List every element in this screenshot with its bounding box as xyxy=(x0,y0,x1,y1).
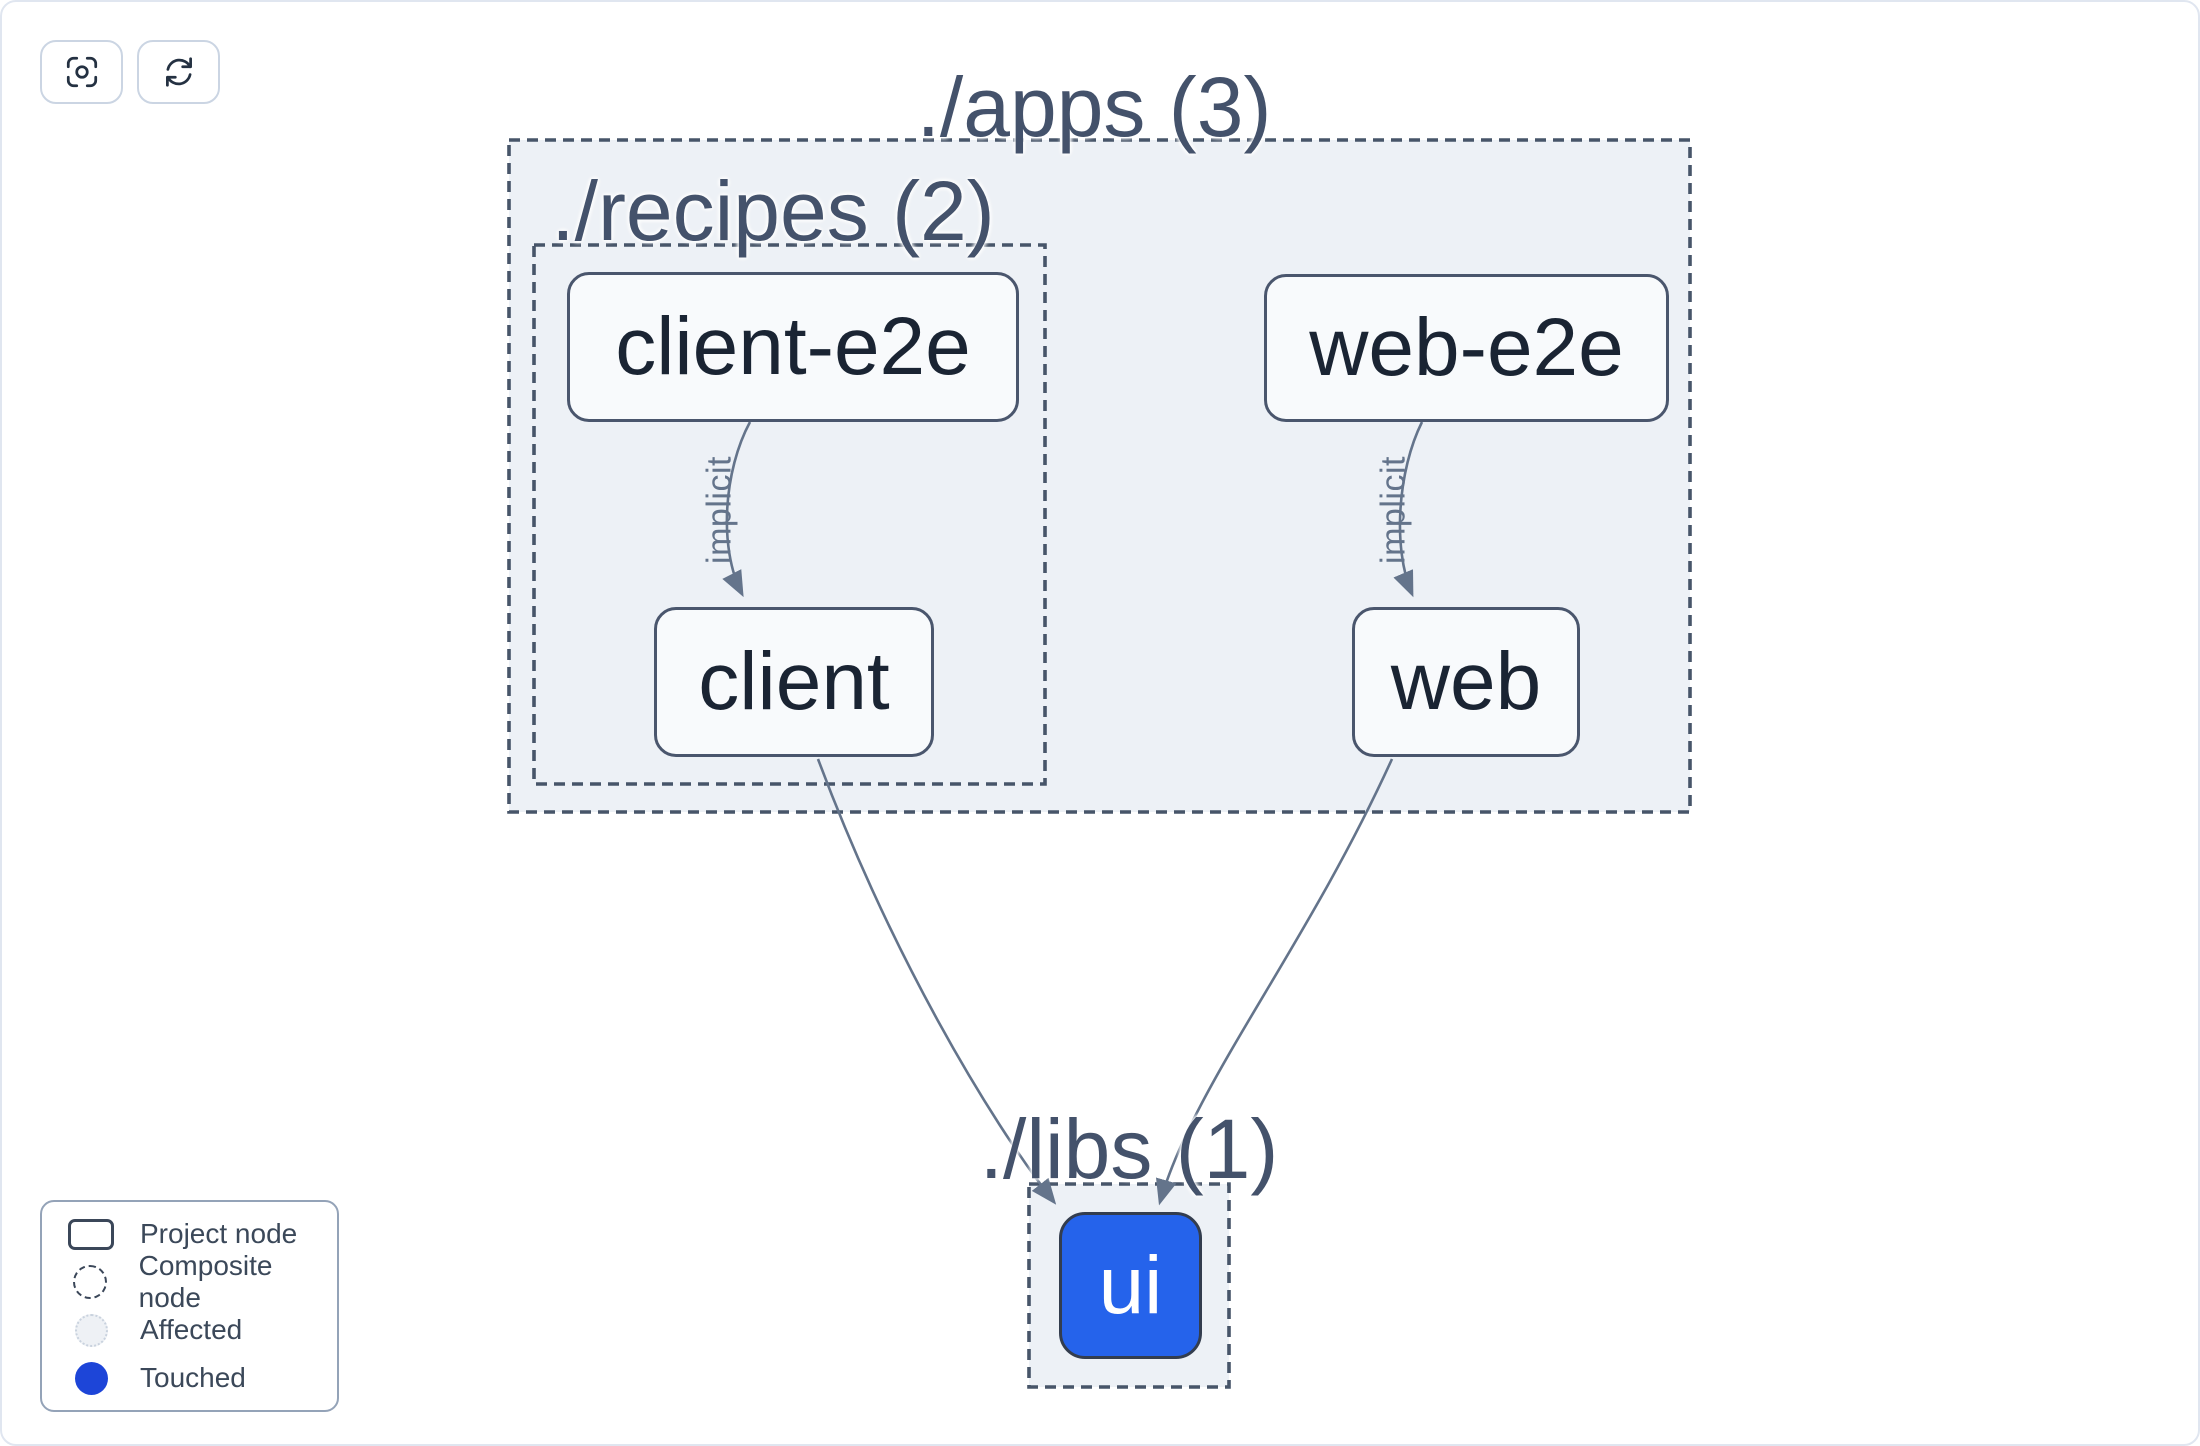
edge-label-implicit: implicit xyxy=(700,456,739,564)
legend-label: Touched xyxy=(140,1362,246,1393)
composite-node-swatch-icon xyxy=(73,1265,108,1299)
refresh-icon xyxy=(160,53,198,91)
legend-item-affected: Affected xyxy=(66,1306,337,1354)
focus-button[interactable] xyxy=(40,40,123,104)
group-label-apps: ./apps (3) xyxy=(916,60,1272,154)
legend-label: Composite node xyxy=(138,1250,273,1313)
node-label: web-e2e xyxy=(1309,302,1624,393)
node-label: client-e2e xyxy=(615,301,971,392)
edge-web-e2e-web[interactable] xyxy=(1393,421,1424,598)
toolbar xyxy=(40,40,220,104)
edge-label-implicit: implicit xyxy=(1374,456,1413,564)
edge-web-ui[interactable] xyxy=(1156,758,1394,1206)
legend-item-project: Project node xyxy=(66,1210,337,1258)
edge-client-e2e-client[interactable] xyxy=(722,421,752,598)
legend-label: Project node xyxy=(140,1218,298,1249)
project-node-swatch-icon xyxy=(68,1218,114,1250)
node-ui[interactable]: ui xyxy=(1059,1212,1202,1359)
touched-swatch-icon xyxy=(74,1361,108,1395)
legend-item-composite: Composite node xyxy=(66,1250,337,1313)
legend-label: Affected xyxy=(140,1314,243,1345)
group-label-recipes: ./recipes (2) xyxy=(551,164,995,258)
node-web-e2e[interactable]: web-e2e xyxy=(1264,274,1669,422)
node-web[interactable]: web xyxy=(1352,607,1580,757)
node-client[interactable]: client xyxy=(654,607,934,757)
focus-icon xyxy=(63,53,101,91)
legend-item-touched: Touched xyxy=(66,1354,337,1402)
node-client-e2e[interactable]: client-e2e xyxy=(567,272,1019,422)
refresh-button[interactable] xyxy=(137,40,220,104)
affected-swatch-icon xyxy=(74,1313,108,1347)
node-label: web xyxy=(1390,636,1542,727)
legend: Project node Composite node Affected Tou… xyxy=(40,1200,339,1412)
node-label: client xyxy=(698,636,890,727)
edge-client-ui[interactable] xyxy=(816,758,1057,1205)
node-label: ui xyxy=(1098,1239,1163,1331)
group-label-libs: ./libs (1) xyxy=(979,1102,1279,1196)
